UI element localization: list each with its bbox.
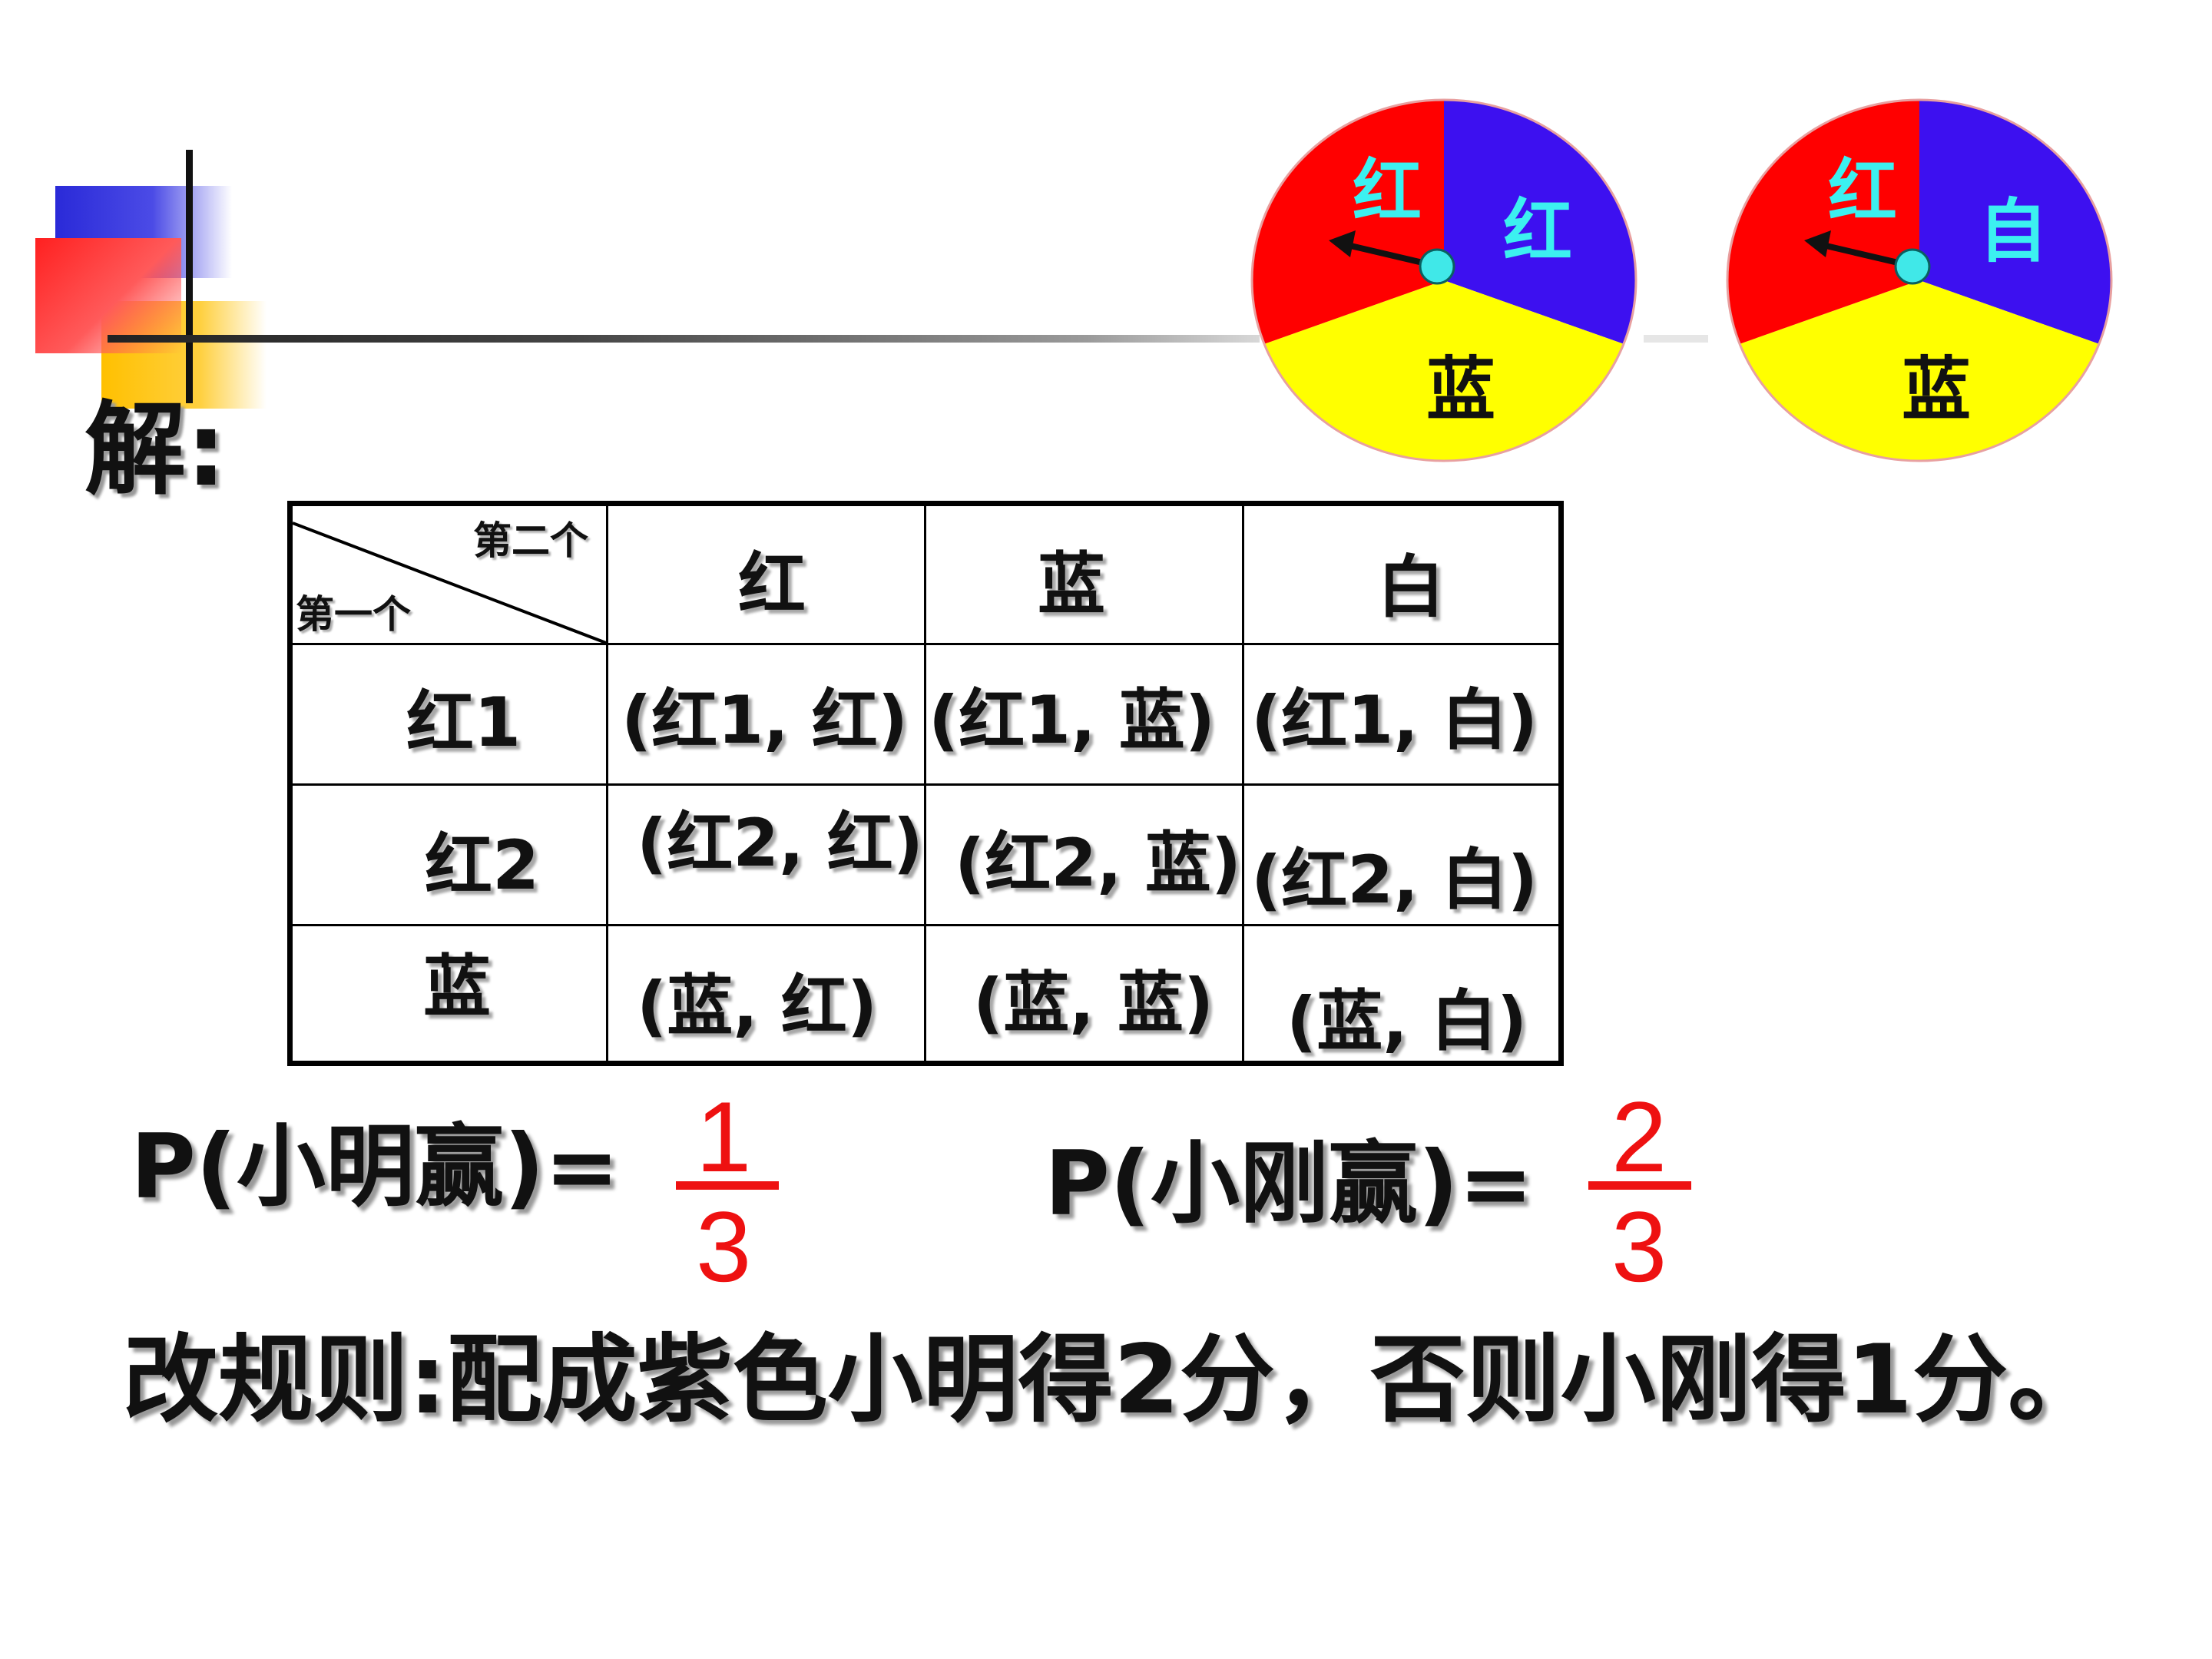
- table-cell: (蓝, 蓝): [973, 965, 1214, 1041]
- corner-header-first: 第一个: [296, 592, 411, 637]
- decor-red-block: [35, 238, 181, 353]
- row-label-red2: 红2: [425, 826, 540, 905]
- table-cell: (红1, 白): [1251, 682, 1538, 759]
- rule-statement: 改规则:配成紫色小明得2分，否则小刚得1分。: [123, 1325, 2104, 1435]
- table-grid-line: [293, 643, 1558, 645]
- table-cell: (红1, 蓝): [929, 682, 1216, 759]
- table-cell: (蓝, 白): [1286, 983, 1528, 1060]
- title-divider-line: [108, 335, 1260, 343]
- probability-xiaogang-denominator: 3: [1611, 1190, 1667, 1303]
- probability-xiaogang-label: P(小刚赢)=: [1045, 1132, 1534, 1236]
- spinner-right-segment-2: 自: [1979, 191, 2048, 272]
- outcome-table: 第二个 第一个 红 蓝 白 红1 红2 蓝 (红1, 红) (红1, 蓝) (红…: [287, 501, 1564, 1066]
- column-header-red: 红: [738, 545, 806, 624]
- spinner-right-segment-3: 蓝: [1902, 349, 1971, 430]
- table-cell: (蓝, 红): [637, 968, 878, 1045]
- table-cell: (红2, 白): [1251, 842, 1538, 919]
- table-grid-line: [293, 924, 1558, 926]
- probability-xiaoming-fraction-bar: [676, 1181, 779, 1190]
- decor-vertical-line: [186, 150, 193, 403]
- corner-header-second: 第二个: [473, 518, 588, 563]
- table-cell: (红2, 红): [637, 805, 924, 882]
- solution-label: 解:: [84, 391, 227, 509]
- spinner-right-wheel: [1726, 98, 2113, 462]
- row-label-blue: 蓝: [423, 947, 492, 1026]
- spinner-left-wheel: [1250, 98, 1637, 462]
- column-header-blue: 蓝: [1038, 545, 1106, 624]
- corner-diagonal: [293, 522, 607, 644]
- spinner-left-segment-3: 蓝: [1426, 349, 1495, 430]
- probability-xiaoming-numerator: 1: [696, 1081, 752, 1193]
- probability-xiaoming-label: P(小明赢)=: [131, 1115, 620, 1219]
- table-grid-line: [293, 783, 1558, 786]
- probability-xiaogang-numerator: 2: [1611, 1081, 1667, 1193]
- probability-xiaoming-denominator: 3: [696, 1190, 752, 1303]
- spinner-left-segment-2: 红: [1503, 191, 1572, 272]
- row-label-red1: 红1: [406, 683, 522, 762]
- spinner-right-segment-1: 红: [1828, 151, 1897, 232]
- spinner-right: 红 自 蓝: [1724, 96, 2115, 465]
- table-cell: (红1, 红): [621, 682, 909, 759]
- title-divider-line-fragment: [1644, 335, 1708, 343]
- probability-xiaogang-fraction-bar: [1588, 1181, 1691, 1190]
- column-header-white: 白: [1377, 548, 1445, 627]
- table-cell: (红2, 蓝): [955, 825, 1242, 902]
- spinner-left: 红 红 蓝: [1248, 96, 1640, 465]
- spinner-left-segment-1: 红: [1353, 151, 1422, 232]
